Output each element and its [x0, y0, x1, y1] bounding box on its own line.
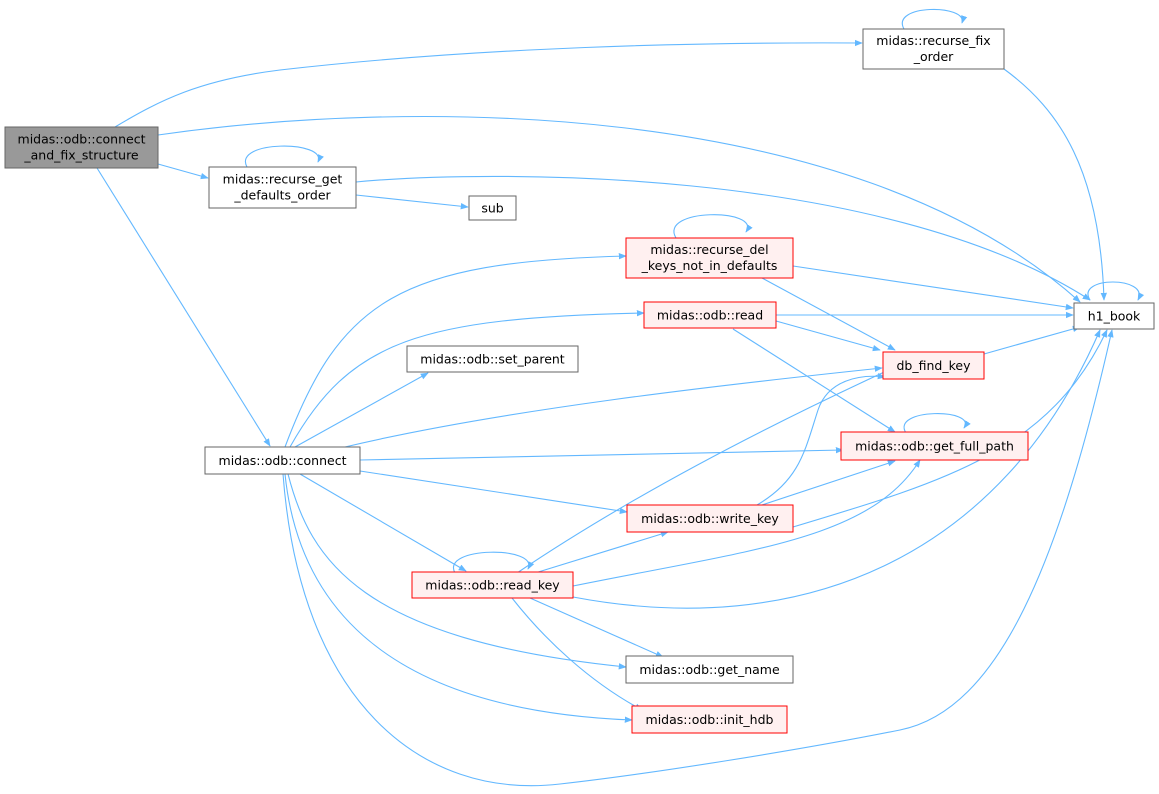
node-label-line-2: _keys_not_in_defaults: [641, 258, 778, 273]
node-midas-odb-set-parent[interactable]: midas::odb::set_parent: [406, 345, 579, 373]
node-label-line-2: _order: [913, 49, 954, 64]
node-midas-odb-write-key[interactable]: midas::odb::write_key: [626, 504, 794, 533]
node-label-line-1: midas::odb::init_hdb: [646, 712, 774, 727]
node-label-line-2: _defaults_order: [233, 188, 331, 203]
node-midas-odb-connect[interactable]: midas::odb::connect: [204, 446, 361, 475]
node-midas-recurse-del-keys-not-in-defaults[interactable]: midas::recurse_del _keys_not_in_defaults: [625, 237, 794, 279]
edge-recurse-fix-order-self: [901, 8, 968, 30]
edge-root-to-connect: [96, 167, 271, 447]
nodes-layer: midas::odb::connect _and_fix_structure m…: [4, 28, 1155, 734]
node-label-line-1: midas::odb::get_full_path: [855, 439, 1014, 454]
node-midas-odb-get-name[interactable]: midas::odb::get_name: [625, 655, 794, 684]
node-db-find-key[interactable]: db_find_key: [882, 351, 985, 380]
edge-connect-to-h1-book: [282, 329, 1114, 787]
edge-connect-to-db-find-key: [344, 365, 883, 448]
edges-layer: [96, 8, 1145, 787]
node-label-line-1: midas::odb::read: [657, 308, 763, 323]
edge-read-to-db-find-key: [775, 320, 881, 352]
node-midas-recurse-get-defaults-order[interactable]: midas::recurse_get _defaults_order: [208, 166, 357, 209]
edge-recurse-get-defaults-self: [244, 145, 324, 168]
node-label-line-1: midas::odb::read_key: [425, 578, 560, 593]
edge-recurse-get-defaults-to-h1-book: [355, 175, 1091, 301]
node-label-line-1: midas::odb::set_parent: [420, 352, 565, 367]
edge-read-to-get-full-path: [732, 328, 896, 433]
edge-connect-to-init-hdb: [284, 473, 633, 723]
node-label-line-1: midas::recurse_fix: [876, 33, 990, 48]
edge-recurse-del-to-db-find-key: [761, 277, 896, 351]
node-label-line-1: midas::recurse_del: [650, 242, 768, 257]
edge-recurse-del-to-h1-book: [792, 265, 1074, 311]
edge-connect-to-get-full-path: [359, 446, 844, 461]
node-midas-odb-init-hdb[interactable]: midas::odb::init_hdb: [631, 705, 788, 734]
edge-recurse-fix-order-to-h1-book: [1003, 68, 1107, 301]
node-midas-odb-connect-and-fix-structure[interactable]: midas::odb::connect _and_fix_structure: [4, 126, 159, 169]
edge-connect-to-read-key: [299, 473, 467, 572]
edge-read-key-to-write-key: [534, 531, 669, 574]
node-midas-odb-read-key[interactable]: midas::odb::read_key: [411, 571, 574, 599]
node-label-line-1: midas::odb::connect: [18, 132, 146, 147]
node-label-line-1: midas::odb::get_name: [639, 662, 780, 677]
edge-read-key-to-get-full-path: [572, 459, 921, 587]
edge-recurse-del-self: [673, 214, 753, 239]
node-label-line-1: midas::recurse_get: [223, 172, 343, 187]
edge-recurse-get-defaults-to-sub: [355, 194, 469, 210]
edge-root-to-h1-book: [157, 115, 1081, 303]
edge-root-to-recurse-fix-order: [114, 39, 863, 128]
edge-read-key-to-h1-book: [572, 329, 1101, 609]
edge-write-key-to-get-full-path: [761, 460, 896, 506]
node-label-line-2: _and_fix_structure: [23, 148, 139, 163]
node-label-line-1: midas::odb::connect: [219, 453, 347, 468]
node-label-line-1: midas::odb::write_key: [641, 511, 779, 526]
edge-read-key-to-init-hdb: [511, 597, 643, 711]
edge-root-to-recurse-get-defaults: [157, 163, 209, 180]
node-h1-book[interactable]: h1_book: [1073, 302, 1155, 330]
edge-read-key-self: [452, 551, 535, 574]
edge-connect-to-get-name: [287, 473, 627, 670]
edge-connect-to-set-parent: [294, 372, 429, 448]
edge-connect-to-write-key: [359, 470, 628, 515]
edge-connect-to-recurse-del: [284, 252, 627, 448]
edge-db-find-key-to-h1-book: [983, 325, 1081, 355]
edge-get-full-path-self: [903, 413, 971, 434]
node-sub[interactable]: sub: [468, 195, 517, 221]
node-label-line-1: sub: [481, 201, 503, 216]
edge-connect-to-read: [289, 309, 645, 448]
node-label-line-1: db_find_key: [897, 358, 972, 373]
node-midas-recurse-fix-order[interactable]: midas::recurse_fix _order: [862, 28, 1005, 70]
edge-read-key-to-db-find-key: [516, 367, 894, 574]
node-label-line-1: h1_book: [1088, 309, 1141, 324]
node-midas-odb-read[interactable]: midas::odb::read: [643, 301, 777, 329]
node-midas-odb-get-full-path[interactable]: midas::odb::get_full_path: [840, 431, 1029, 461]
edge-h1-book-self: [1087, 281, 1145, 301]
edge-write-key-to-db-find-key: [756, 372, 886, 506]
edge-read-key-to-get-name: [529, 597, 664, 658]
